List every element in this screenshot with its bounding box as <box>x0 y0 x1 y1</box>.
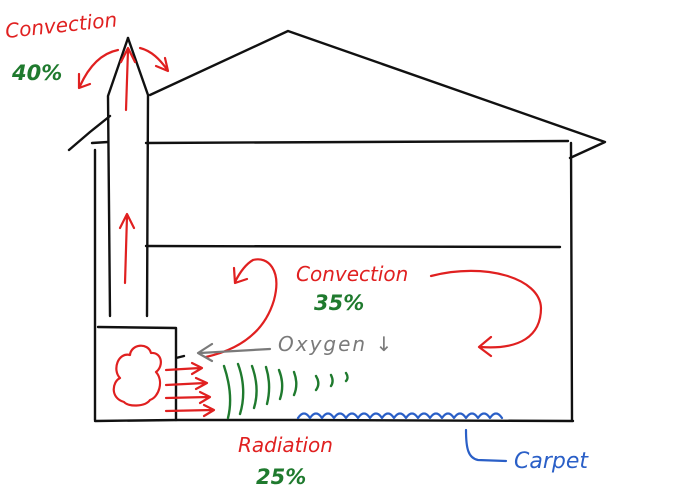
room-convection-label: Convection <box>296 262 408 286</box>
house-outline <box>67 29 607 423</box>
convection-arrow-right <box>429 269 543 358</box>
radiation-waves <box>222 362 349 420</box>
oxygen-intake-arrow <box>196 342 272 363</box>
radiation-wave-1 <box>222 364 232 420</box>
radiation-percent: 25% <box>256 465 306 489</box>
radiation-label: Radiation <box>238 433 333 457</box>
flue-arrow-upper <box>119 46 137 112</box>
carpet-scallops <box>296 412 504 420</box>
radiation-wave-8 <box>329 373 334 388</box>
oxygen-label: Oxygen ↓ <box>278 332 394 356</box>
radiation-wave-3 <box>250 364 258 410</box>
chimney <box>106 36 150 318</box>
radiation-heat-arrows <box>164 361 216 418</box>
carpet <box>296 412 508 463</box>
stove-body <box>96 325 186 422</box>
radiation-wave-6 <box>292 370 298 397</box>
convection-arrow-left <box>204 258 278 359</box>
exhaust-arrow-right <box>138 46 170 73</box>
room-convection-arrows <box>204 258 543 359</box>
radiant-arrow-1 <box>164 361 204 376</box>
fire-icon <box>112 344 162 407</box>
floor-line <box>93 418 575 423</box>
flue-arrow-lower <box>118 212 136 285</box>
attic-floor-line <box>90 139 570 145</box>
room-convection-percent: 35% <box>314 291 364 315</box>
carpet-label: Carpet <box>514 449 589 474</box>
radiation-wave-7 <box>314 374 320 392</box>
ceiling-line <box>144 244 562 249</box>
radiation-wave-5 <box>277 368 284 401</box>
radiation-wave-4 <box>264 365 271 406</box>
carpet-leader-line <box>464 428 508 463</box>
radiation-wave-9 <box>344 371 349 383</box>
radiant-arrow-4 <box>164 403 216 418</box>
wood-stove <box>96 325 186 422</box>
chimney-convection-arrows <box>77 46 170 285</box>
house-roof <box>67 29 607 160</box>
radiation-wave-2 <box>236 362 245 416</box>
exhaust-arrow-left <box>77 48 120 90</box>
chimney-convection-percent: 40% <box>11 61 62 85</box>
radiant-arrow-3 <box>164 390 212 405</box>
radiant-arrow-2 <box>164 376 209 391</box>
chimney-right-side <box>126 36 150 318</box>
chimney-left-side <box>106 36 130 318</box>
chimney-convection-label: Convection <box>4 7 118 43</box>
right-wall <box>569 141 574 422</box>
